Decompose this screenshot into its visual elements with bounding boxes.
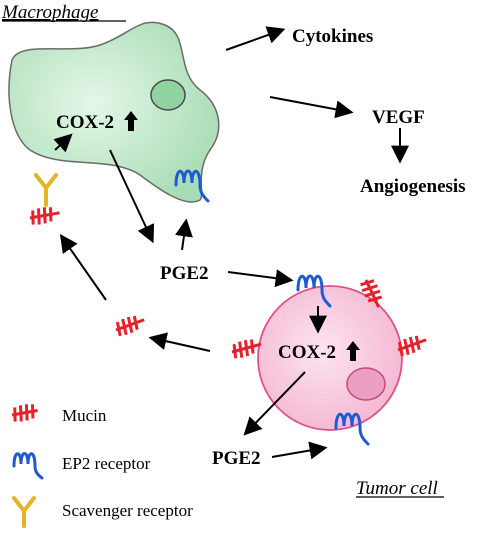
mucin-near-macrophage: [27, 203, 63, 228]
tumor-cell-label: Tumor cell: [356, 478, 438, 499]
vegf-label: VEGF: [372, 107, 425, 128]
macrophage-cell: [8, 21, 220, 203]
legend-scavenger-label: Scavenger receptor: [62, 501, 193, 520]
arrow-pge2-to-tumor-ep2: [227, 269, 294, 288]
arrow-pge2-to-ep2-tumor: [271, 441, 328, 460]
arrow-to-vegf: [269, 96, 354, 119]
mucin-tumor-right: [393, 330, 431, 360]
cytokines-label: Cytokines: [292, 26, 373, 47]
cox2-macrophage-label: COX-2: [56, 112, 114, 133]
scavenger-receptor-macrophage: [34, 173, 58, 207]
arrow-mucin-to-macrophage: [59, 234, 107, 301]
up-arrow-icon-tumor: [346, 341, 360, 361]
legend: Mucin EP2 receptor Scavenger receptor: [11, 404, 193, 528]
up-arrow-icon: [124, 111, 138, 131]
macrophage-nucleus: [150, 79, 186, 111]
scavenger-receptor-icon: [12, 496, 36, 528]
tumor-nucleus: [346, 367, 386, 401]
arrow-to-cytokines: [225, 26, 286, 51]
cox2-tumor-label: COX-2: [278, 342, 336, 363]
arrow-cox2-to-pge2: [109, 149, 155, 244]
angiogenesis-label: Angiogenesis: [360, 176, 466, 197]
pge2-bottom-label: PGE2: [212, 448, 261, 469]
mucin-free: [111, 310, 149, 340]
arrow-to-cox2-macrophage: [53, 133, 73, 153]
legend-mucin-label: Mucin: [62, 406, 107, 425]
mucin-icon: [11, 404, 38, 422]
arrow-cox2-tumor-to-pge2: [243, 371, 306, 436]
macrophage-label: Macrophage: [1, 2, 98, 23]
pge2-center-label: PGE2: [160, 263, 209, 284]
ep2-receptor-icon: [12, 452, 44, 480]
arrow-tumor-to-mucin: [148, 332, 211, 352]
arrow-pge2-to-ep2-macrophage: [175, 218, 193, 251]
legend-ep2-label: EP2 receptor: [62, 454, 151, 473]
